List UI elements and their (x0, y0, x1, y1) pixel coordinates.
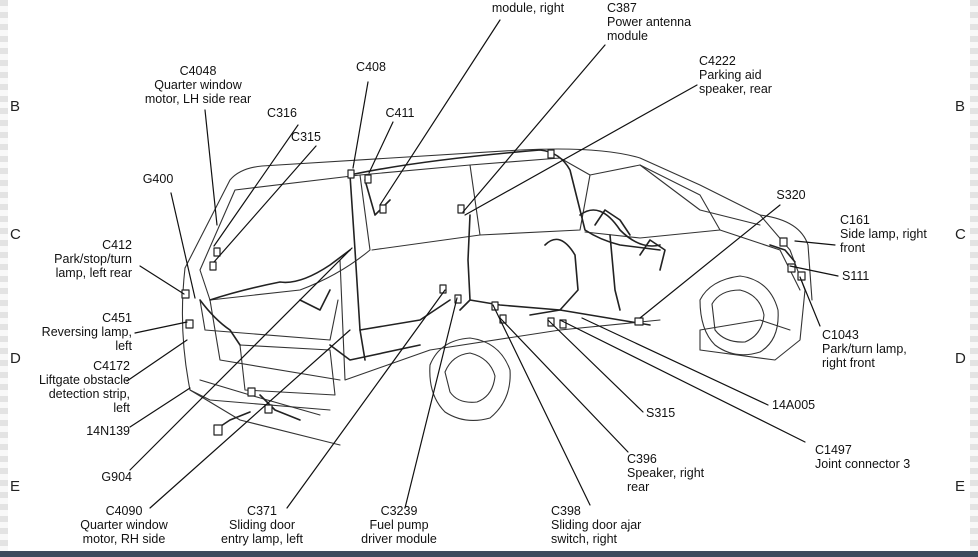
vehicle-body-outline (181, 148, 813, 446)
grid-row-c-right: C (955, 226, 966, 243)
label-14a005: 14A005 (772, 398, 816, 412)
label-c411: C411 (385, 106, 415, 120)
label-c4222: C4222 Parking aid speaker, rear (699, 54, 772, 96)
label-c315: C315 (291, 130, 321, 144)
grid-row-d-right: D (955, 350, 966, 367)
page-edge-left (0, 0, 8, 557)
grid-row-c-left: C (10, 226, 21, 243)
label-c4090: C4090 Quarter window motor, RH side (80, 504, 168, 546)
label-c408: C408 (356, 60, 386, 74)
label-c4048: C4048 Quarter window motor, LH side rear (144, 64, 252, 106)
label-c316: C316 (267, 106, 297, 120)
grid-row-b-right: B (955, 98, 966, 115)
label-c398: C398 Sliding door ajar switch, right (551, 504, 642, 546)
label-c412: C412 Park/stop/turn lamp, left rear (54, 238, 132, 280)
label-top-cut: module, right (491, 1, 565, 15)
grid-row-b-left: B (10, 98, 21, 115)
label-c371: C371 Sliding door entry lamp, left (221, 504, 303, 546)
label-c1497: C1497 Joint connector 3 (815, 443, 911, 471)
wiring-harness (199, 149, 796, 431)
grid-row-d-left: D (10, 350, 21, 367)
label-c1043: C1043 Park/turn lamp, right front (822, 328, 907, 370)
label-c387: C387 Power antenna module (607, 1, 692, 43)
label-s320: S320 (776, 188, 806, 202)
connector-marks (181, 149, 806, 436)
label-c451: C451 Reversing lamp, left (41, 311, 132, 353)
label-s111: S111 (842, 269, 870, 283)
bottom-bar (0, 551, 978, 557)
label-c396: C396 Speaker, right rear (627, 452, 705, 494)
grid-row-e-right: E (955, 478, 966, 495)
label-c161: C161 Side lamp, right front (840, 213, 927, 255)
leader-lines (126, 19, 839, 509)
page-edge-right (970, 0, 978, 557)
grid-row-e-left: E (10, 478, 21, 495)
label-s315: S315 (646, 406, 676, 420)
label-g904: G904 (101, 470, 132, 484)
label-c4172: C4172 Liftgate obstacle detection strip,… (38, 359, 130, 415)
label-14n139: 14N139 (86, 424, 130, 438)
label-c3239: C3239 Fuel pump driver module (361, 504, 437, 546)
label-g400: G400 (142, 172, 174, 186)
